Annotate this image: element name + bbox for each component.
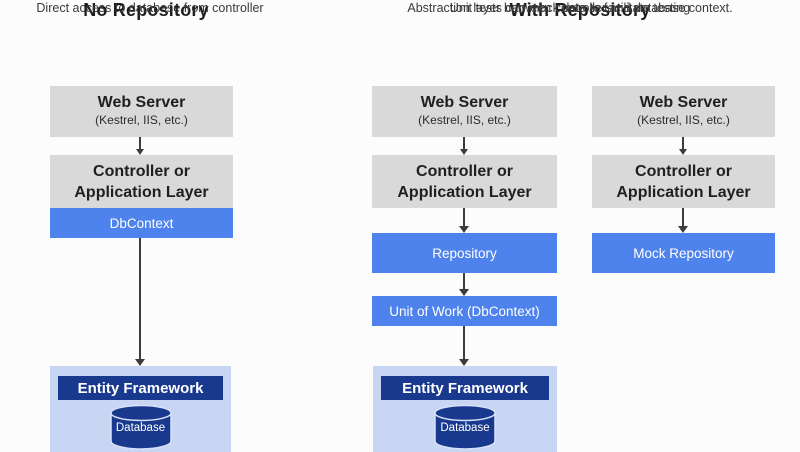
col1-controller-line2: Application Layer <box>74 184 209 201</box>
col3-arrow-webserver-to-controller <box>679 137 687 155</box>
col2-web-server-subtitle: (Kestrel, IIS, etc.) <box>418 113 511 127</box>
no-repository-title: No Repository <box>83 0 209 20</box>
col2-repository-label: Repository <box>432 245 497 261</box>
col2-controller-line2: Application Layer <box>397 184 532 201</box>
col2-unit-of-work-label: Unit of Work (DbContext) <box>389 303 540 319</box>
col2-database-label: Database <box>440 422 490 434</box>
col2-web-server-box: Web Server (Kestrel, IIS, etc.) <box>372 86 557 137</box>
col3-controller-box: Controller or Application Layer <box>592 155 775 208</box>
col3-web-server-title: Web Server <box>639 94 728 111</box>
with-repository-title: With Repository <box>509 0 651 20</box>
col3-controller-line1: Controller or <box>635 163 732 180</box>
arrowhead-icon <box>679 149 687 155</box>
col1-arrow-webserver-to-controller <box>136 137 144 155</box>
arrowhead-icon <box>459 359 469 366</box>
col2-arrow-uow-to-ef <box>459 326 469 366</box>
col1-database-cylinder: Database <box>108 404 174 450</box>
col1-entity-framework-container: Entity Framework Database <box>50 366 231 452</box>
database-cylinder-icon <box>109 404 172 450</box>
with-repository-subtitle-line2: Unit tests can mock data to facilitate t… <box>449 1 691 15</box>
col2-web-server-title: Web Server <box>420 94 509 111</box>
col2-entity-framework-label: Entity Framework <box>402 379 528 397</box>
no-repository-subtitle: Direct access to database from controlle… <box>36 1 264 15</box>
col1-web-server-title: Web Server <box>97 94 186 111</box>
arrowhead-icon <box>460 149 468 155</box>
col1-web-server-subtitle: (Kestrel, IIS, etc.) <box>95 113 188 127</box>
col1-entity-framework-bar: Entity Framework <box>58 376 223 400</box>
col2-arrow-repository-to-uow <box>459 273 469 296</box>
col1-dbcontext-label: DbContext <box>109 215 174 231</box>
arrowhead-icon <box>459 289 469 296</box>
col1-controller-line1: Controller or <box>93 163 190 180</box>
col1-dbcontext-box: DbContext <box>50 208 233 238</box>
col1-web-server-box: Web Server (Kestrel, IIS, etc.) <box>50 86 233 137</box>
col2-arrow-webserver-to-controller <box>460 137 468 155</box>
col3-arrow-controller-to-mock <box>678 208 688 233</box>
col1-database-label: Database <box>115 422 166 434</box>
col3-web-server-subtitle: (Kestrel, IIS, etc.) <box>637 113 730 127</box>
col3-web-server-box: Web Server (Kestrel, IIS, etc.) <box>592 86 775 137</box>
col1-controller-box: Controller or Application Layer <box>50 155 233 208</box>
col1-arrow-dbcontext-to-ef <box>135 238 145 366</box>
col3-controller-line2: Application Layer <box>616 184 751 201</box>
col3-mock-repository-box: Mock Repository <box>592 233 775 273</box>
col2-arrow-controller-to-repository <box>459 208 469 233</box>
col2-entity-framework-container: Entity Framework Database <box>373 366 557 452</box>
arrowhead-icon <box>459 226 469 233</box>
col2-controller-box: Controller or Application Layer <box>372 155 557 208</box>
col2-database-cylinder: Database <box>432 404 498 450</box>
arrowhead-icon <box>136 149 144 155</box>
arrowhead-icon <box>678 226 688 233</box>
with-repository-subtitle-line1: Abstraction layer between controller and… <box>407 1 733 15</box>
arrowhead-icon <box>135 359 145 366</box>
col3-mock-repository-label: Mock Repository <box>633 245 734 261</box>
col2-repository-box: Repository <box>372 233 557 273</box>
col2-entity-framework-bar: Entity Framework <box>381 376 549 400</box>
database-cylinder-icon <box>434 404 496 450</box>
col2-controller-line1: Controller or <box>416 163 513 180</box>
col1-entity-framework-label: Entity Framework <box>77 379 204 397</box>
col2-unit-of-work-box: Unit of Work (DbContext) <box>372 296 557 326</box>
